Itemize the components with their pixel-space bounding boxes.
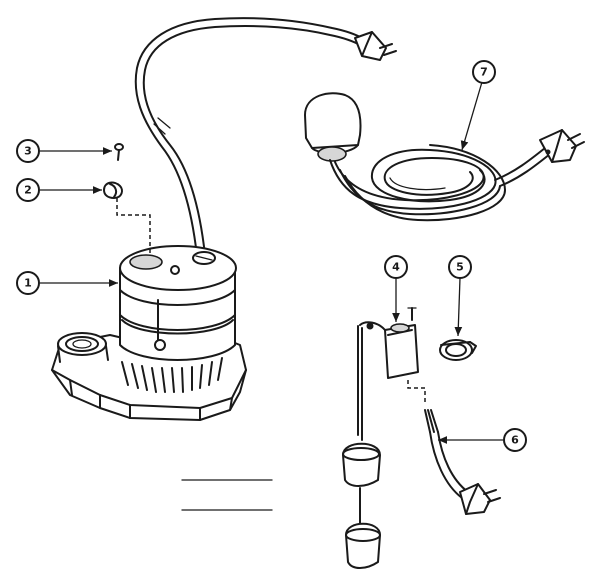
switch-part — [357, 321, 419, 441]
callout-2-label: 2 — [24, 184, 32, 197]
callout-3-label: 3 — [24, 145, 32, 158]
pump-cord-plug — [354, 31, 397, 61]
switch-cord-plug — [459, 483, 501, 515]
callout-1-label: 1 — [24, 277, 32, 290]
grommet-part — [103, 181, 123, 199]
callout-3: 3 — [16, 139, 112, 163]
pump-cooling-fins — [121, 357, 223, 393]
callout-4-label: 4 — [392, 261, 400, 274]
switch-to-cord-path — [407, 380, 426, 405]
callout-5-label: 5 — [456, 261, 464, 274]
callout-4: 4 — [384, 255, 408, 322]
grommet-to-pump-path — [116, 198, 151, 255]
upper-float — [342, 442, 381, 487]
lower-float — [345, 487, 381, 569]
coiled-cord — [329, 144, 551, 222]
float-bulb — [304, 92, 362, 162]
switch-cord — [424, 409, 469, 499]
callout-2: 2 — [16, 178, 102, 202]
callout-7-label: 7 — [480, 66, 488, 79]
callout-6: 6 — [438, 428, 527, 452]
callout-7: 7 — [460, 60, 496, 151]
callout-1: 1 — [16, 271, 118, 295]
float-cord-plug — [539, 129, 585, 163]
callout-6-label: 6 — [511, 434, 519, 447]
screw-part — [114, 143, 124, 161]
pump-discharge-outlet — [57, 332, 109, 363]
switch-screw — [407, 307, 417, 321]
pump-motor-housing — [119, 245, 237, 361]
callout-5: 5 — [448, 255, 472, 337]
pump-power-cord — [134, 17, 365, 257]
clamp-part — [439, 339, 477, 361]
pump-assembly — [51, 245, 247, 421]
